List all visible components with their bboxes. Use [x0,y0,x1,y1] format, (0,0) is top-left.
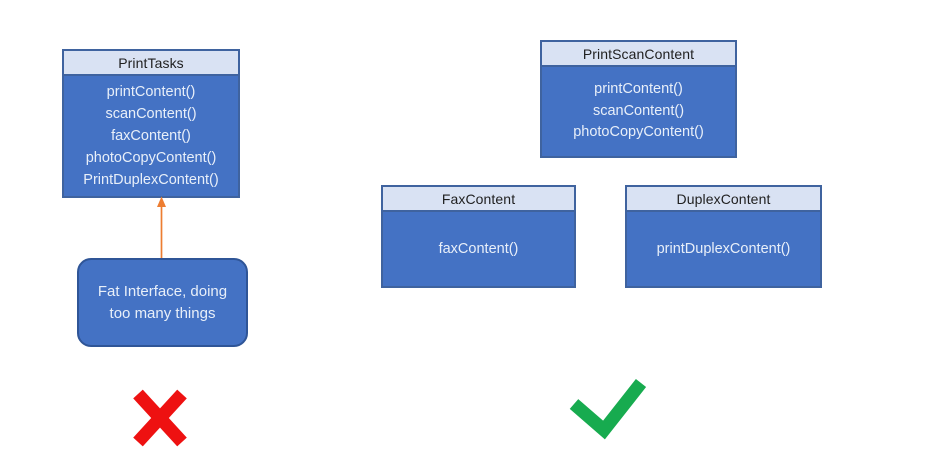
class-methods-duplexcontent: printDuplexContent() [627,212,820,286]
method-item: printDuplexContent() [656,241,791,257]
class-title-printscancontent: PrintScanContent [542,42,735,67]
method-item: faxContent() [438,241,519,257]
method-item: printContent() [594,81,683,98]
method-item: printContent() [106,84,196,100]
callout-line: Fat Interface, doing [97,283,228,300]
class-methods-printscancontent: printContent() scanContent() photoCopyCo… [542,67,735,156]
check-stroke [569,378,647,440]
class-title-duplexcontent: DuplexContent [627,187,820,212]
class-box-duplexcontent: DuplexContent printDuplexContent() [625,185,822,288]
arrow-head [157,196,166,207]
cross-stroke [133,389,187,447]
class-box-printtasks: PrintTasks printContent() scanContent() … [62,49,240,198]
red-cross-icon [133,389,187,447]
method-item: photoCopyContent() [85,150,217,166]
method-item: photoCopyContent() [573,124,704,141]
class-title-printtasks: PrintTasks [64,51,238,76]
method-item: scanContent() [592,102,685,119]
callout-line: too many things [109,304,216,322]
arrow-up-connector-icon [157,196,166,259]
method-item: scanContent() [105,106,197,122]
method-item: PrintDuplexContent() [83,172,219,188]
class-methods-faxcontent: faxContent() [383,212,574,286]
class-title-faxcontent: FaxContent [383,187,574,212]
fat-interface-callout: Fat Interface, doing too many things [77,258,248,347]
green-check-icon [569,378,647,440]
class-methods-printtasks: printContent() scanContent() faxContent(… [64,76,238,196]
class-box-faxcontent: FaxContent faxContent() [381,185,576,288]
method-item: faxContent() [111,128,191,144]
class-box-printscancontent: PrintScanContent printContent() scanCont… [540,40,737,158]
